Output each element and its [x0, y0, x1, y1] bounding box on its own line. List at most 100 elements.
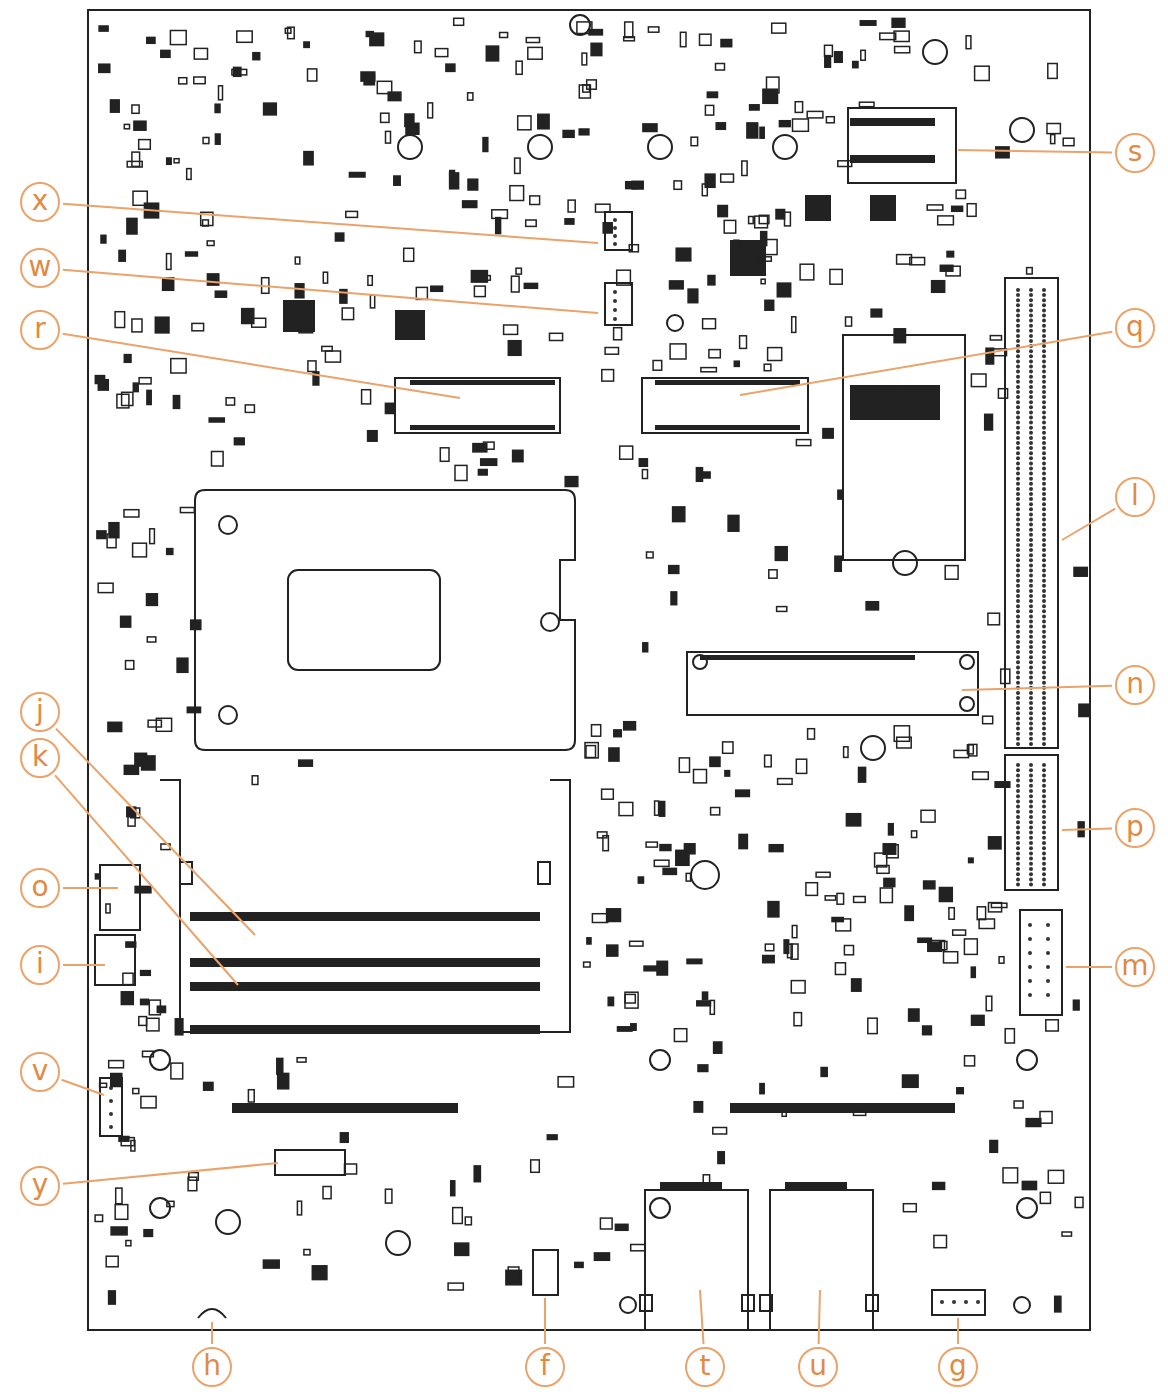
smd-part — [204, 1082, 213, 1090]
pin — [1042, 461, 1046, 465]
pin — [1042, 584, 1046, 588]
smd-part — [807, 111, 823, 118]
smd-part — [127, 218, 137, 234]
pin — [613, 290, 617, 294]
slot-r — [395, 378, 560, 433]
pin — [1016, 288, 1020, 292]
pin — [1016, 492, 1020, 496]
pin — [1016, 421, 1020, 425]
smd-part — [163, 278, 174, 291]
smd-part — [124, 510, 139, 517]
pin — [1042, 528, 1046, 532]
pin — [1029, 293, 1033, 297]
smd-part — [702, 184, 707, 196]
pin — [1029, 655, 1033, 659]
pin — [1042, 569, 1046, 573]
pin — [1042, 681, 1046, 685]
smd-part — [903, 1075, 919, 1087]
pin — [1016, 877, 1020, 881]
pin — [1029, 523, 1033, 527]
smd-part — [910, 258, 925, 265]
smd-part — [912, 831, 917, 838]
pin — [1016, 867, 1020, 871]
leader-line — [1062, 509, 1115, 540]
callout-letter: i — [20, 945, 60, 985]
smd-part — [346, 211, 358, 217]
smd-part — [954, 750, 969, 757]
callout-letter: v — [20, 1052, 60, 1092]
smd-part — [868, 1018, 877, 1033]
pin — [1029, 763, 1033, 767]
pin — [1042, 349, 1046, 353]
smd-part — [111, 1227, 127, 1235]
smd-part — [492, 210, 508, 219]
pin — [1042, 841, 1046, 845]
smd-part — [765, 300, 774, 310]
pin — [1029, 497, 1033, 501]
smd-part — [531, 1160, 540, 1172]
smd-part — [825, 56, 831, 68]
smd-part — [894, 329, 905, 343]
pin — [1029, 846, 1033, 850]
pin — [1029, 329, 1033, 333]
pin — [1029, 706, 1033, 710]
pin — [1016, 354, 1020, 358]
smd-part — [775, 547, 787, 561]
pin — [1029, 477, 1033, 481]
pin — [1042, 390, 1046, 394]
smd-part — [716, 123, 725, 130]
smd-part — [711, 808, 720, 815]
smd-part — [484, 442, 495, 449]
pin — [1029, 354, 1033, 358]
smd-part — [468, 93, 473, 100]
pin — [1042, 375, 1046, 379]
smd-part — [1040, 1192, 1050, 1203]
callout-letter: m — [1115, 947, 1155, 987]
pin — [1042, 482, 1046, 486]
smd-part — [126, 1241, 131, 1246]
pin — [1029, 701, 1033, 705]
smd-part — [101, 235, 106, 243]
pin — [1042, 293, 1046, 297]
pin — [1016, 660, 1020, 664]
pin — [1042, 609, 1046, 613]
smd-part — [455, 1243, 469, 1255]
smd-part — [454, 18, 464, 25]
pin — [1042, 810, 1046, 814]
smd-part — [979, 919, 994, 929]
leader-line — [56, 729, 255, 935]
smd-part — [1074, 567, 1087, 576]
connector-s — [848, 108, 956, 183]
smd-part — [617, 270, 631, 285]
pin — [1029, 872, 1033, 876]
pin — [1029, 512, 1033, 516]
pin — [1016, 461, 1020, 465]
pin — [1029, 400, 1033, 404]
smd-part — [194, 77, 205, 84]
pin — [1042, 589, 1046, 593]
connector-p — [1005, 755, 1058, 890]
smd-part — [508, 1267, 519, 1282]
smd-part — [147, 37, 155, 43]
pin — [1029, 446, 1033, 450]
smd-part — [322, 346, 332, 351]
pin — [1042, 784, 1046, 788]
callout-letter: u — [798, 1347, 838, 1387]
smd-part — [209, 418, 224, 422]
smd-part — [674, 1029, 686, 1042]
pin — [1029, 349, 1033, 353]
smd-part — [597, 832, 607, 838]
smd-part — [782, 1111, 786, 1117]
pin — [1029, 533, 1033, 537]
pin — [1029, 810, 1033, 814]
pin — [1016, 599, 1020, 603]
smd-part — [838, 161, 852, 167]
smd-part — [428, 103, 433, 118]
pin — [1016, 594, 1020, 598]
smd-part — [779, 121, 790, 127]
pin — [1042, 303, 1046, 307]
pin — [1016, 319, 1020, 323]
smd-part — [971, 374, 986, 387]
smd-part — [139, 378, 151, 384]
smd-part — [995, 782, 1010, 788]
